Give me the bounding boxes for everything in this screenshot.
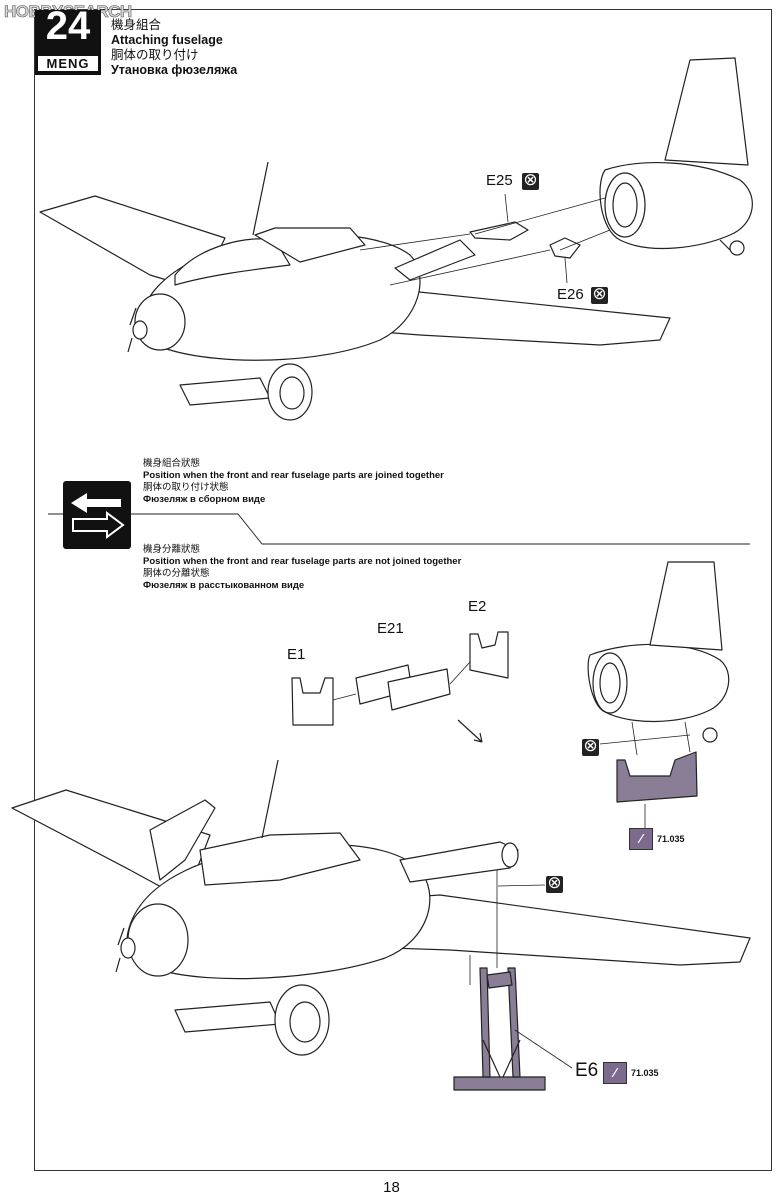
- brand-logo: MENG: [38, 56, 98, 71]
- part-label-e26: E26: [557, 286, 584, 303]
- brush-icon: ⁄: [629, 828, 653, 850]
- no-cement-icon: [546, 873, 563, 893]
- rear-support-stand: [616, 751, 698, 803]
- part-label-e1: E1: [287, 646, 306, 663]
- no-cement-icon: [522, 170, 539, 190]
- page-number: 18: [383, 1179, 400, 1196]
- no-cement-icon: [591, 284, 608, 304]
- joined-ru: Фюзеляж в сборном виде: [143, 494, 266, 505]
- e6-stand: [453, 967, 546, 1091]
- joined-en: Position when the front and rear fuselag…: [143, 470, 444, 481]
- step-badge: 24 MENG: [35, 4, 101, 75]
- no-cement-icon: [582, 736, 599, 756]
- step-title: 機身組合 Attaching fuselage 胴体の取り付け Утановка…: [111, 18, 237, 78]
- top-aircraft-rear: [394, 57, 753, 281]
- separated-ru: Фюзеляж в расстыкованном виде: [143, 580, 305, 591]
- part-label-e21: E21: [377, 620, 404, 637]
- part-label-e25: E25: [486, 172, 513, 189]
- title-jp: 胴体の取り付け: [111, 48, 199, 62]
- separated-jp: 胴体の分離状態: [143, 568, 210, 579]
- step-number: 24: [45, 4, 91, 48]
- title-ru: Утановка фюзеляжа: [111, 63, 238, 77]
- paint-code: 71.035: [657, 834, 685, 844]
- page-frame: [34, 9, 772, 1171]
- swap-arrows-icon: [63, 481, 131, 549]
- title-en: Attaching fuselage: [111, 33, 223, 47]
- separated-note: 機身分離狀態 Position when the front and rear …: [143, 544, 461, 592]
- joined-ja: 機身組合狀態: [143, 458, 201, 469]
- joined-note: 機身組合狀態 Position when the front and rear …: [143, 458, 444, 506]
- bottom-aircraft: [11, 759, 751, 1056]
- paint-callout: ⁄ 71.035: [603, 1062, 659, 1084]
- title-ja: 機身組合: [111, 18, 162, 32]
- paint-callout: ⁄ 71.035: [629, 828, 685, 850]
- brush-icon: ⁄: [603, 1062, 627, 1084]
- separated-rear: [587, 561, 730, 743]
- joined-jp: 胴体の取り付け状態: [143, 482, 229, 493]
- paint-code: 71.035: [631, 1068, 659, 1078]
- part-label-e2: E2: [468, 598, 487, 615]
- part-label-e6: E6: [575, 1060, 599, 1081]
- separated-ja: 機身分離狀態: [143, 544, 201, 555]
- stand-parts: [291, 631, 509, 726]
- top-aircraft-front: [39, 161, 671, 421]
- separated-en: Position when the front and rear fuselag…: [143, 556, 462, 567]
